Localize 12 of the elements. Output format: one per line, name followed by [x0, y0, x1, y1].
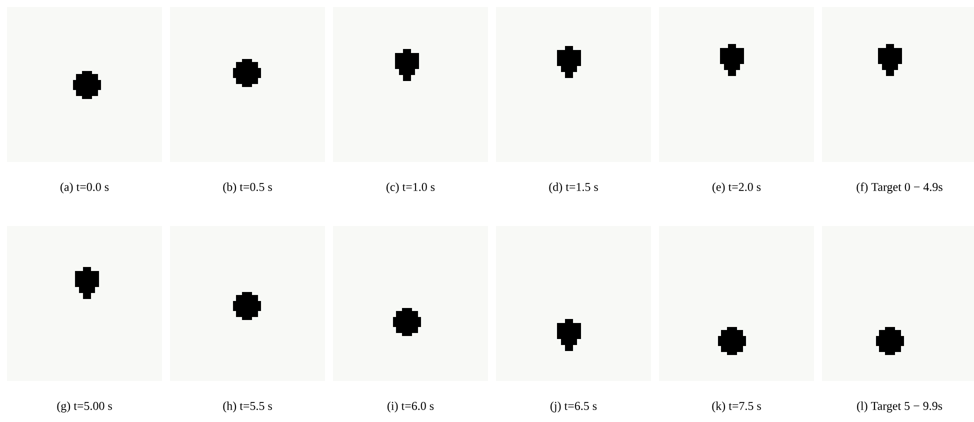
panel-caption: (i) t=6.0 s [388, 402, 434, 412]
panel-caption: (c) t=1.0 s [386, 182, 435, 194]
panel-caption: (k) t=7.5 s [712, 402, 761, 412]
panel-caption: (f) Target 0 − 4.9s [856, 182, 942, 194]
panel-caption: (j) t=6.5 s [550, 402, 597, 412]
panel-caption: (b) t=0.5 s [223, 182, 272, 194]
panel-caption: (h) t=5.5 s [223, 402, 272, 412]
panel-caption: (g) t=5.00 s [57, 402, 112, 412]
panel-caption: (d) t=1.5 s [549, 182, 598, 194]
panel-caption: (e) t=2.0 s [712, 182, 761, 194]
panel-caption: (a) t=0.0 s [60, 182, 109, 194]
panel-caption: (l) Target 5 − 9.9s [857, 402, 942, 412]
